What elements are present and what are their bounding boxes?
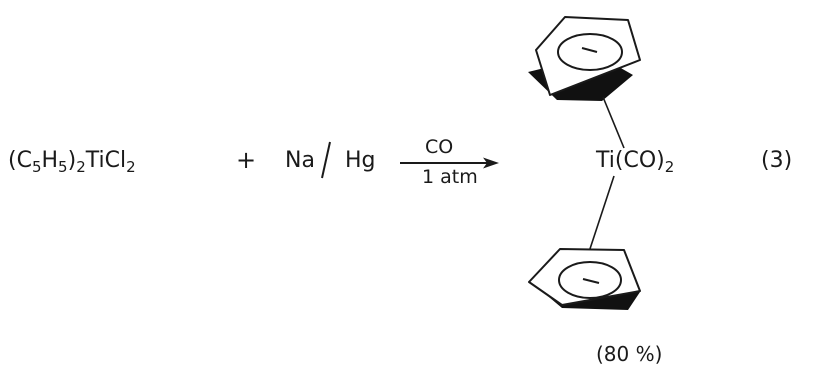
formula-part: ) (67, 148, 77, 173)
formula-part: 2 (126, 158, 136, 176)
plus-sign: + (236, 146, 257, 174)
reagent-hg: Hg (344, 148, 376, 173)
product-formula: Ti(CO)2 (596, 148, 674, 175)
formula-part: 5 (31, 158, 42, 176)
condition-gas: CO (425, 136, 454, 158)
reagent-na: Na (285, 148, 315, 173)
formula-part: 5 (58, 158, 68, 176)
cyclopentadienyl-ring-top (528, 16, 641, 101)
amalgam-slash (321, 141, 331, 179)
condition-pressure: 1 atm (422, 166, 478, 188)
equation-number: (3) (761, 148, 793, 173)
formula-part: TiCl (85, 148, 127, 173)
formula-part: 2 (664, 158, 675, 176)
formula-part: (C (8, 148, 32, 173)
bond-top-ring-ti (602, 96, 625, 149)
reaction-arrow (400, 157, 499, 169)
formula-part: 2 (76, 158, 86, 176)
formula-part: H (41, 148, 59, 173)
yield-label: (80 %) (596, 342, 663, 366)
reagent-sodium-amalgam: Na Hg (285, 150, 375, 172)
reactant-formula: (C5H5)2TiCl2 (8, 148, 136, 175)
formula-part: Ti(CO) (596, 148, 665, 173)
cyclopentadienyl-ring-bottom (528, 248, 641, 310)
